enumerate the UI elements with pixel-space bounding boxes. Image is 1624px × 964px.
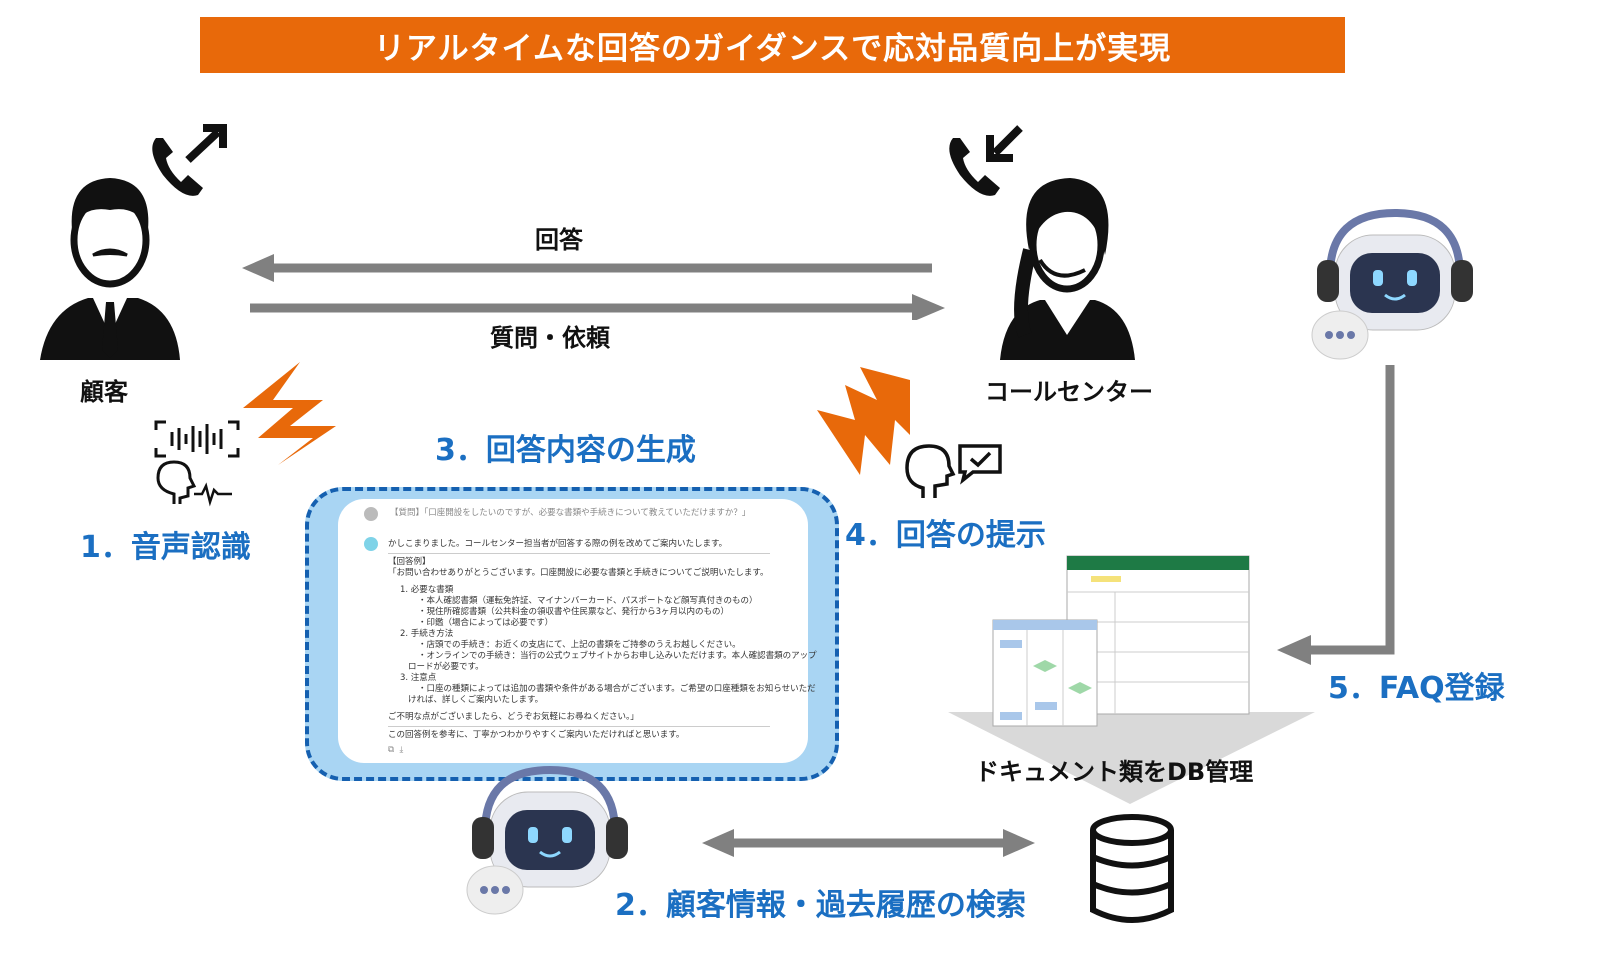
copy-download-icons[interactable]: ⧉ ⤓ xyxy=(388,745,404,755)
chat-line: 「お問い合わせありがとうございます。口座開設に必要な書類と手続きについてご説明い… xyxy=(388,568,769,578)
search-double-arrow xyxy=(702,829,1035,857)
ai-robot-icon xyxy=(466,765,628,915)
customer-label: 顧客 xyxy=(80,378,128,406)
answer-arrow xyxy=(242,254,932,282)
voice-recognition-icon xyxy=(154,420,240,507)
chat-line: ・現住所確認書類（公共料金の領収書や住民票など、発行から3ヶ月以内のもの） xyxy=(418,607,729,617)
customer-icon xyxy=(40,124,227,360)
chat-line: ・印鑑（場合によっては必要です） xyxy=(418,618,554,628)
chat-line: ・本人確認書類（運転免許証、マイナンバーカード、パスポートなど顔写真付きのもの） xyxy=(418,596,758,606)
chat-closing: この回答例を参考に、丁寧かつわかりやすくご案内いただければと思います。 xyxy=(388,730,685,740)
chat-line: ければ、詳しくご案内いたします。 xyxy=(408,695,544,705)
step-2-label: 2．顧客情報・過去履歴の検索 xyxy=(615,888,1026,923)
db-docs-label: ドキュメント類をDB管理 xyxy=(975,758,1254,786)
question-label: 質問・依頼 xyxy=(490,324,610,352)
operator-icon xyxy=(949,125,1135,360)
chat-line: ・口座の種類によっては追加の書類や条件がある場合がございます。ご希望の口座種類を… xyxy=(418,684,816,694)
chat-reply: かしこまりました。コールセンター担当者が回答する際の例を改めてご案内いたします。 xyxy=(388,539,728,549)
chat-question: 【質問】「口座開設をしたいのですが、必要な書類や手続きについて教えていただけます… xyxy=(390,508,751,518)
chat-window: 【質問】「口座開設をしたいのですが、必要な書類や手続きについて教えていただけます… xyxy=(338,499,817,763)
chat-line: ・店頭での手続き：お近くの支店にて、上記の書類をご持参のうえお越しください。 xyxy=(418,640,741,650)
step-1-label: 1．音声認識 xyxy=(80,530,251,565)
chat-line: 【回答例】 xyxy=(388,557,431,567)
phone-incoming-icon xyxy=(949,125,1023,196)
lightning-right-icon xyxy=(817,367,910,475)
step-3-label: 3．回答内容の生成 xyxy=(435,433,696,468)
step-4-label: 4．回答の提示 xyxy=(845,518,1046,553)
documents-funnel xyxy=(948,555,1315,804)
chat-line: ロードが必要です。 xyxy=(408,662,484,672)
question-arrow xyxy=(250,294,945,320)
answer-label: 回答 xyxy=(535,226,583,254)
phone-outgoing-icon xyxy=(152,124,227,196)
chat-line: 3. 注意点 xyxy=(400,673,437,683)
conversation-arrows xyxy=(242,254,945,320)
lightning-left-icon xyxy=(243,362,336,465)
chat-line: 2. 手続き方法 xyxy=(400,629,454,639)
user-avatar-icon xyxy=(364,507,378,521)
bot-avatar-icon xyxy=(364,537,378,551)
flowchart-document-icon xyxy=(992,619,1098,727)
chat-line: ・オンラインでの手続き：当行の公式ウェブサイトからお申し込みいただけます。本人確… xyxy=(418,651,817,661)
presentation-icon xyxy=(905,444,1002,498)
title-banner: リアルタイムな回答のガイダンスで応対品質向上が実現 xyxy=(200,17,1345,73)
callcenter-label: コールセンター xyxy=(985,378,1153,406)
step-5-label: 5．FAQ登録 xyxy=(1328,671,1505,706)
chat-line: ご不明な点がございましたら、どうぞお気軽にお尋ねください。」 xyxy=(388,712,639,722)
database-icon xyxy=(1090,814,1174,923)
chat-line: 1. 必要な書類 xyxy=(400,585,454,595)
faq-arrow xyxy=(1277,365,1395,665)
ai-robot-icon xyxy=(1311,208,1473,360)
